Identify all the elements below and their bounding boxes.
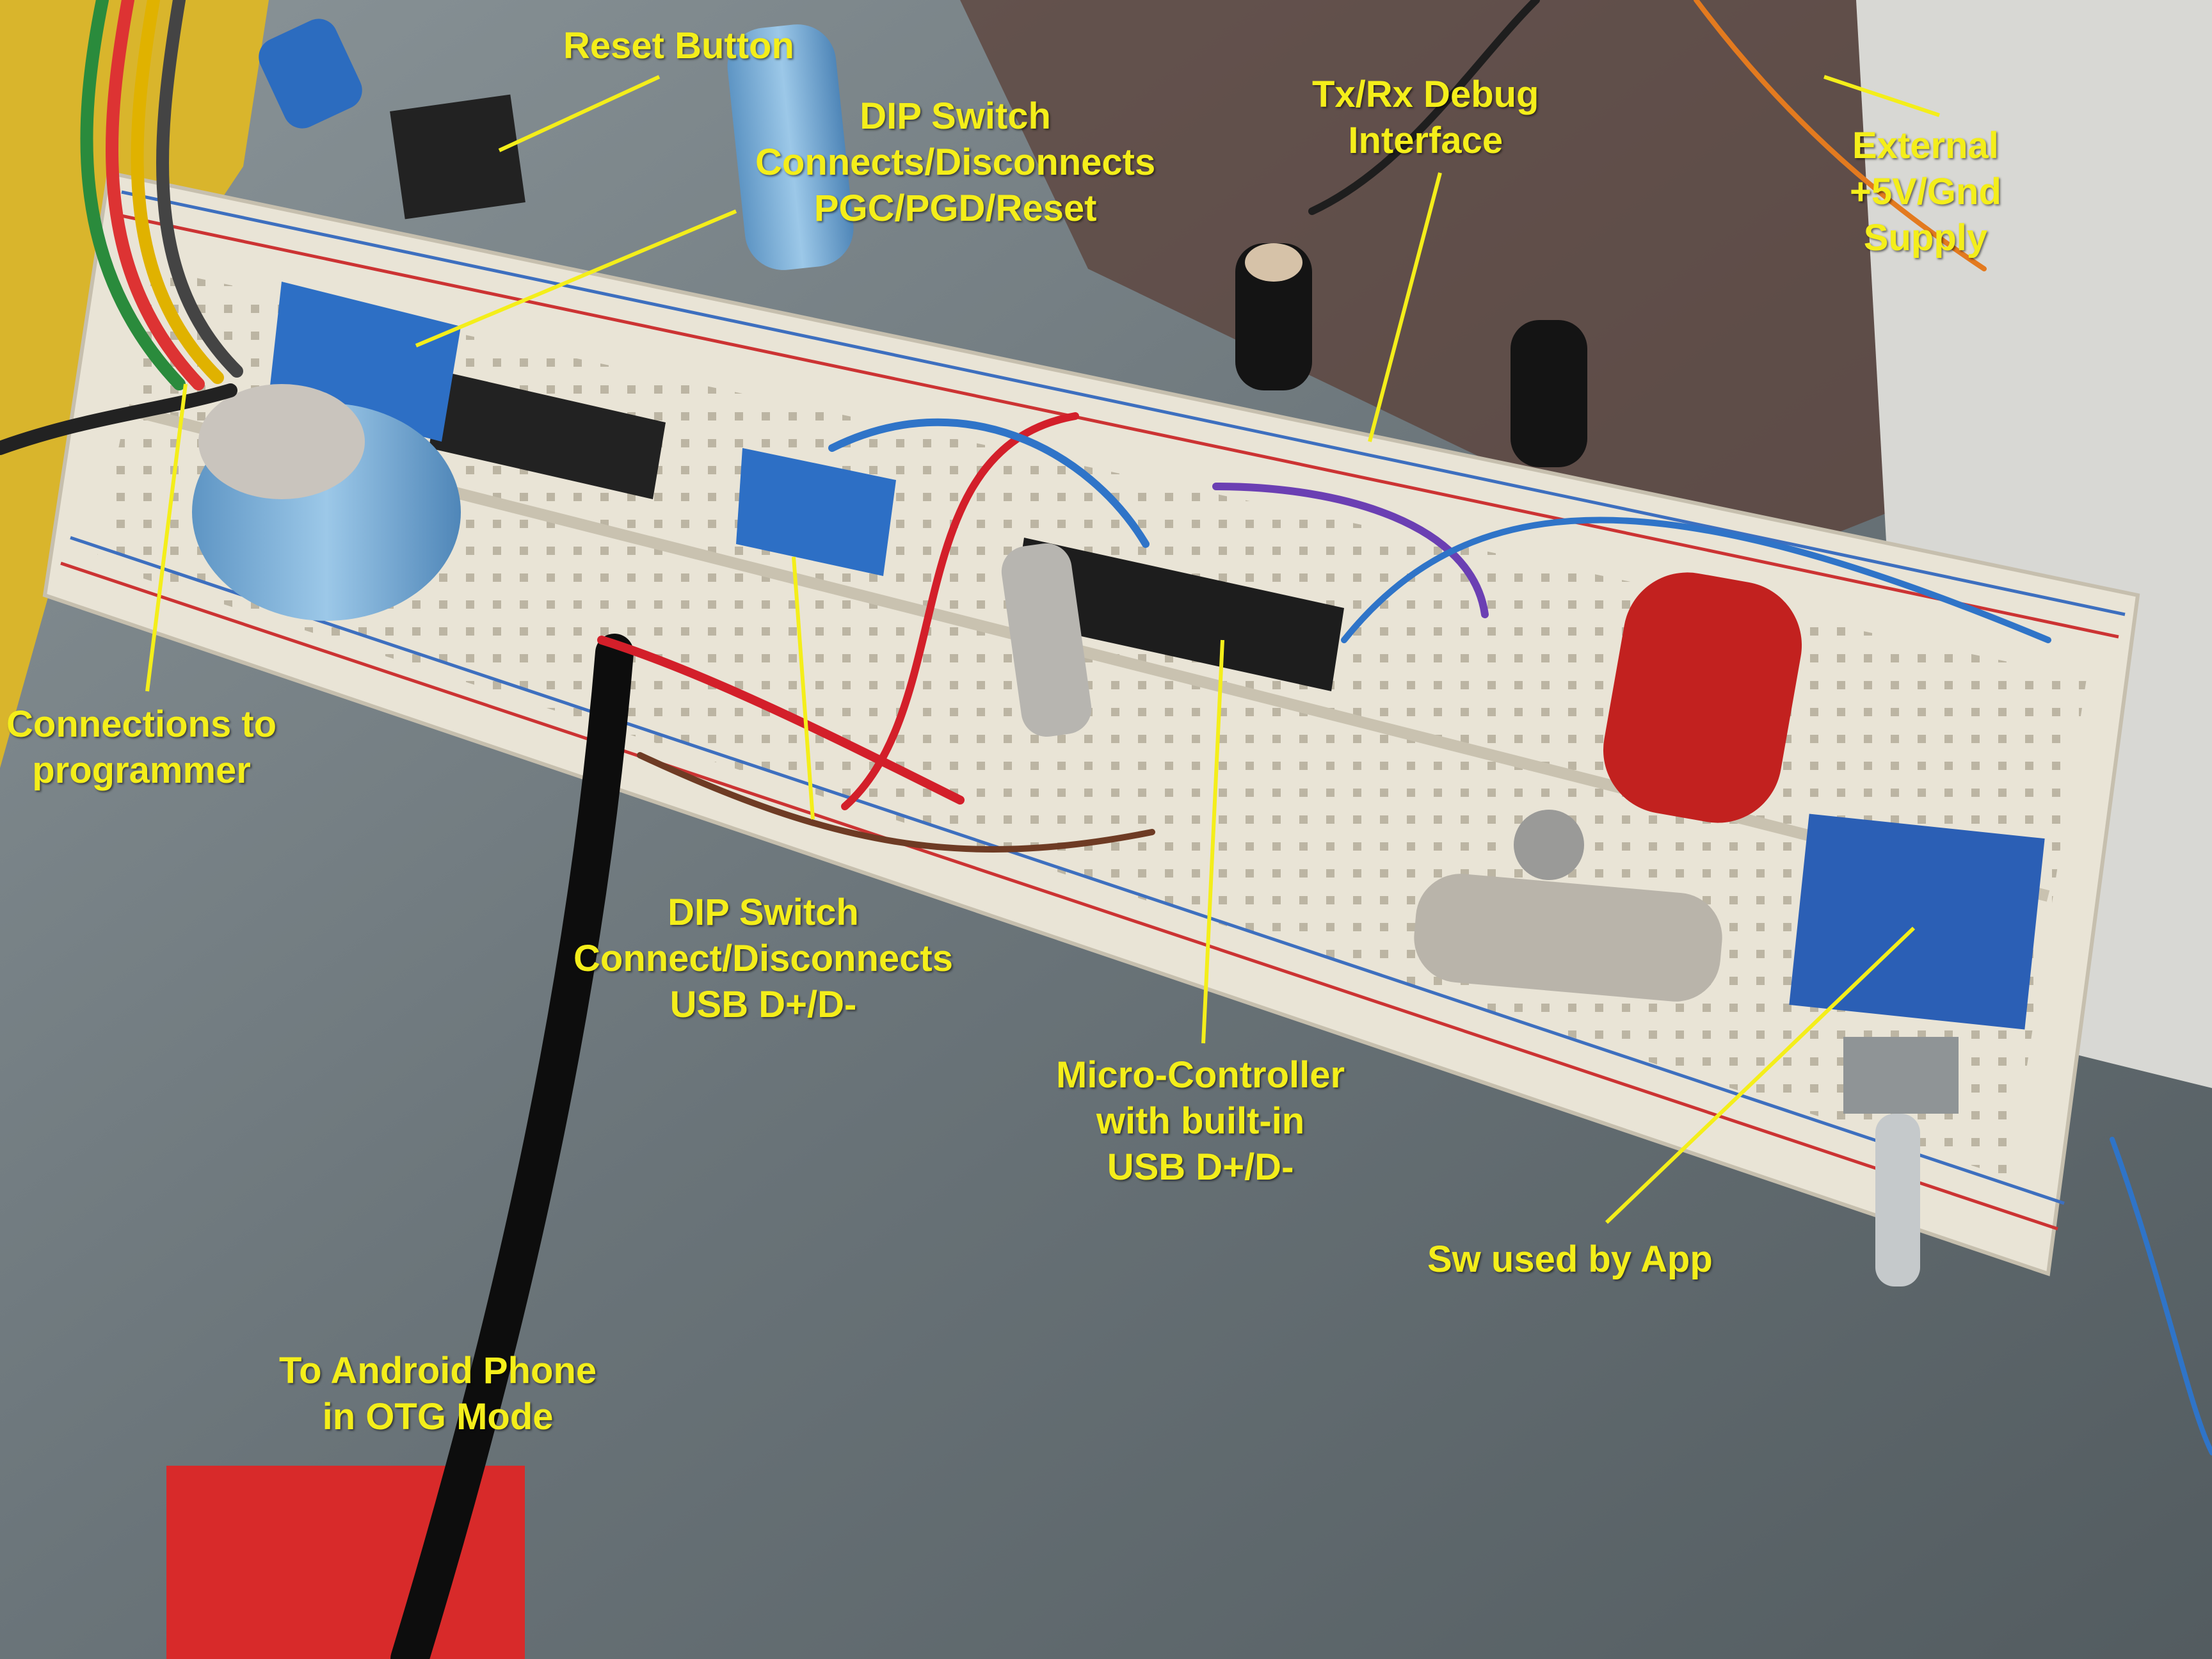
microcontroller-ic bbox=[1011, 538, 1344, 691]
black-capacitor-1 bbox=[1235, 243, 1312, 390]
mcu-leader bbox=[1201, 639, 1224, 1044]
red-inductor bbox=[1603, 572, 1802, 823]
supply-leader bbox=[1823, 75, 1940, 117]
blue-capacitor-top bbox=[727, 24, 854, 270]
black-capacitor-2 bbox=[1511, 320, 1587, 467]
switch-leader bbox=[1605, 926, 1916, 1224]
label-external-supply: External +5V/Gnd Supply bbox=[1850, 125, 2001, 259]
dip-usb-leader bbox=[792, 556, 815, 820]
programmer-leader bbox=[145, 383, 188, 692]
label-dip-switch-usb: DIP Switch Connect/Disconnects USB D+/D- bbox=[573, 892, 953, 1025]
transistor bbox=[1514, 810, 1584, 880]
black-capacitor-1-top bbox=[1245, 243, 1302, 282]
label-android-phone: To Android Phone in OTG Mode bbox=[279, 1350, 597, 1438]
reset-button bbox=[390, 94, 525, 220]
reset-leader bbox=[498, 75, 661, 152]
glass-capacitor bbox=[1414, 874, 1722, 1002]
label-reset-button: Reset Button bbox=[563, 25, 794, 67]
dip-switch-usb bbox=[736, 448, 896, 576]
annotation-lines bbox=[145, 75, 1940, 1224]
label-dip-switch-programmer: DIP Switch Connects/Disconnects PGC/PGD/… bbox=[755, 95, 1156, 229]
label-txrx-debug: Tx/Rx Debug Interface bbox=[1312, 74, 1539, 161]
crystal bbox=[1001, 543, 1092, 737]
label-app-switch: Sw used by App bbox=[1427, 1238, 1713, 1280]
big-capacitor-left bbox=[192, 384, 461, 621]
txrx-leader bbox=[1368, 172, 1442, 442]
label-programmer-connections: Connections to programmer bbox=[6, 703, 277, 791]
toggle-switch bbox=[1789, 813, 2045, 1286]
dip-prog-leader bbox=[415, 209, 737, 348]
programmer-ic bbox=[429, 371, 666, 499]
blue-capacitor-small bbox=[259, 19, 362, 129]
label-microcontroller: Micro-Controller with built-in USB D+/D- bbox=[1056, 1054, 1345, 1188]
